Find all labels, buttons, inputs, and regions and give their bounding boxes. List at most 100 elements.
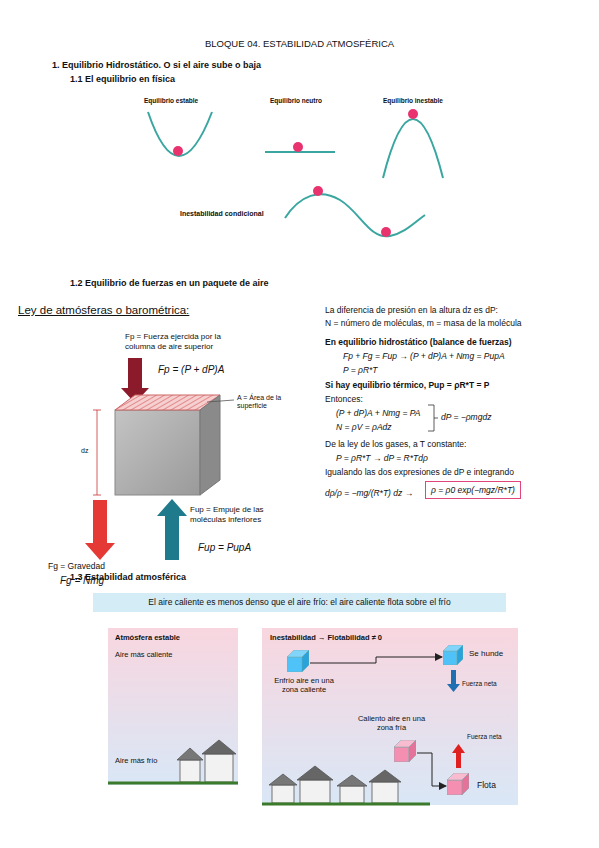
force-formula: Fup = PupA xyxy=(198,542,251,554)
unstable-sky xyxy=(262,628,518,805)
sink-force-arrow xyxy=(447,670,460,692)
air-parcel: Se hunde xyxy=(443,645,463,665)
parcel-label: Enfrío aire en una zona caliente xyxy=(273,676,335,694)
equation-text: P = ρR*T xyxy=(343,365,378,375)
roof xyxy=(202,740,236,754)
equation-text: De la ley de los gases, a T constante: xyxy=(325,439,466,449)
parcel-side xyxy=(200,395,220,495)
roof xyxy=(337,775,367,786)
equation-text: P = ρR*T → dP = R*Tdρ xyxy=(336,453,428,463)
banner-text: El aire caliente es menos denso que el a… xyxy=(148,597,450,607)
height-label: dz xyxy=(81,447,88,455)
equation-text: dP = −ρmgdz xyxy=(441,412,491,422)
houses xyxy=(177,740,401,803)
parcel-front xyxy=(115,410,200,495)
house xyxy=(300,780,330,803)
section-heading: 1. Equilibrio Hidrostático. O si el aire… xyxy=(52,60,261,71)
process-arrow xyxy=(310,657,442,663)
panel-note: Aire más frío xyxy=(115,756,158,765)
air-cube xyxy=(447,773,469,795)
cube-face xyxy=(457,645,463,665)
equation-text: La diferencia de presión en la altura dz… xyxy=(325,305,498,315)
formula-box: ρ = ρ0 exp(−mgz/R*T) xyxy=(425,481,521,499)
stable-sky xyxy=(108,628,238,785)
force-label: Fuerza neta xyxy=(462,680,497,688)
scene-panel: Atmósfera estableAire más calienteAire m… xyxy=(108,628,238,785)
subsection-heading: 1.3 Estabilidad atmosférica xyxy=(70,572,186,583)
force-note: Fup = Empuje de las moléculas inferiores xyxy=(190,505,300,524)
cube-face xyxy=(462,773,469,795)
subsection-heading: 1.2 Equilibrio de fuerzas en un paquete … xyxy=(70,278,269,289)
ball xyxy=(381,227,391,237)
grass xyxy=(262,803,430,806)
scene-panel: Inestabilidad → Flotabilidad ≠ 0 Enfrío a… xyxy=(262,628,518,805)
house xyxy=(272,785,294,803)
formula-text: ρ = ρ0 exp(−mgz/R*T) xyxy=(431,485,515,495)
dz-tick xyxy=(93,410,101,411)
ball xyxy=(173,146,183,156)
curve-label: Inestabilidad condicional xyxy=(180,210,264,218)
unstable-curve xyxy=(383,119,443,178)
dz-bracket xyxy=(97,410,98,495)
equation-text: Fp + Fg = Fup → (P + dP)A + Nmg = PupA xyxy=(343,351,505,361)
ball xyxy=(408,109,418,119)
force-note: Fg = Gravedad xyxy=(48,561,105,571)
ball xyxy=(313,186,323,196)
cube-face xyxy=(447,780,462,795)
parcel-label: Caliento aire en una zona fría xyxy=(349,714,434,732)
curve-label: Equilibrio neutro xyxy=(270,97,322,105)
gravity-arrow xyxy=(85,500,115,560)
equation-text: Si hay equilibrio térmico, Pup = ρR*T = … xyxy=(325,380,489,390)
curve-label: Equilibrio inestable xyxy=(383,97,443,105)
air-cube xyxy=(287,650,309,672)
force-label: Fuerza neta xyxy=(467,733,502,741)
float-force-arrow xyxy=(452,744,465,768)
process-arrow xyxy=(417,753,446,786)
equation-text: Entonces: xyxy=(325,394,363,404)
cube-face xyxy=(287,657,302,672)
house xyxy=(180,760,200,782)
panel-note: Aire más caliente xyxy=(115,650,173,659)
page-title: BLOQUE 04. ESTABILIDAD ATMOSFÉRICA xyxy=(0,38,599,49)
parcel-label: Se hunde xyxy=(469,649,503,659)
buoyancy-arrow xyxy=(157,499,187,560)
banner-box: El aire caliente es menos denso que el a… xyxy=(93,593,506,612)
parcel-label: Flota xyxy=(477,780,496,790)
equation-text: N = número de moléculas, m = masa de la … xyxy=(325,318,522,328)
subsection-heading: 1.1 El equilibrio en física xyxy=(70,74,175,85)
force-formula: Fp = (P + dP)A xyxy=(158,364,224,376)
dz-tick xyxy=(93,495,101,496)
house xyxy=(372,782,398,803)
stable-curve xyxy=(148,112,212,156)
air-parcel: Flota xyxy=(447,773,469,795)
conditional-curve xyxy=(285,194,425,236)
curve-label: Equilibrio estable xyxy=(144,97,198,105)
roof xyxy=(177,748,203,760)
cube-face xyxy=(443,651,457,665)
house xyxy=(340,786,364,803)
cube-face xyxy=(409,740,416,762)
cube-face xyxy=(302,650,309,672)
force-note: Fp = Fuerza ejercida por la columna de a… xyxy=(125,332,250,351)
air-cube xyxy=(394,740,416,762)
ball xyxy=(293,142,303,152)
air-parcel: Caliento aire en una zona fría xyxy=(394,740,416,762)
equation-text: Igualando las dos expresiones de dP e in… xyxy=(325,467,514,477)
equation-text: N = ρV = ρAdz xyxy=(336,422,392,432)
house xyxy=(205,754,233,782)
panel-heading: Atmósfera estable xyxy=(115,633,180,642)
area-note: A = Área de la superficie xyxy=(237,394,303,411)
roof xyxy=(369,770,401,782)
air-cube xyxy=(443,645,463,665)
panel-heading: Inestabilidad → Flotabilidad ≠ 0 xyxy=(270,633,382,642)
equation-bracket xyxy=(428,405,438,431)
equation-text: dρ/ρ = −mg/(R*T) dz → xyxy=(325,488,413,498)
air-parcel: Enfrío aire en una zona caliente xyxy=(287,650,309,672)
roof xyxy=(297,766,333,780)
roof xyxy=(269,774,297,785)
leader-line xyxy=(207,400,234,402)
